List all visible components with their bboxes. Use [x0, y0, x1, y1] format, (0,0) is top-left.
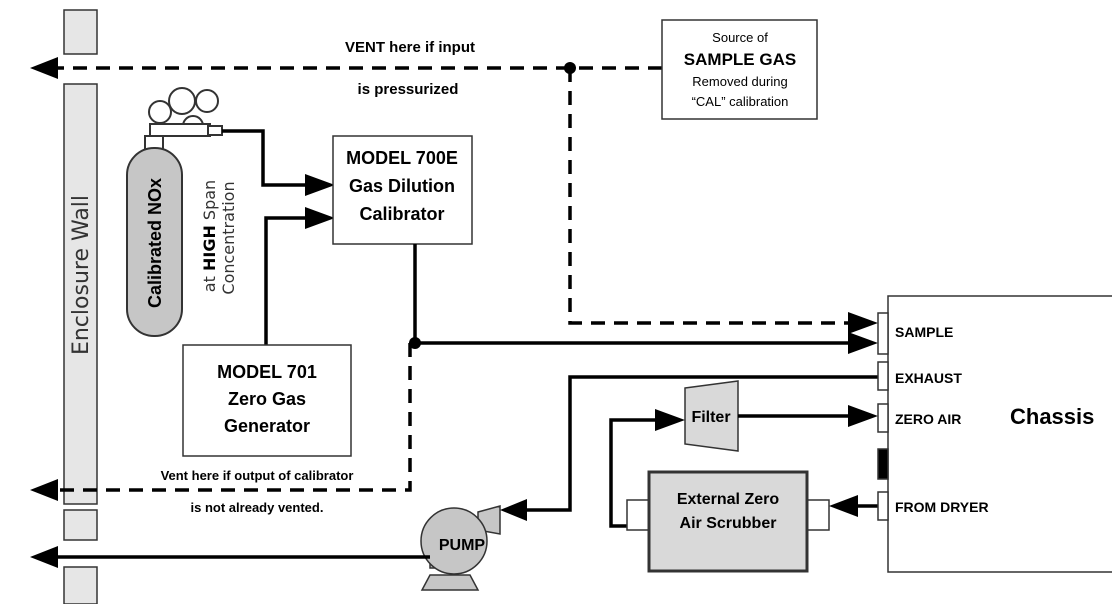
- pump: PUMP: [420, 505, 501, 591]
- calibrator-line3: Calibrator: [359, 204, 444, 224]
- chassis-label: Chassis: [1010, 404, 1094, 429]
- exhaust-port-label: EXHAUST: [895, 370, 962, 386]
- top-vent-label-line2: is pressurized: [358, 81, 459, 98]
- calibrator-output-arrowhead: [848, 332, 878, 354]
- cylinder-note-line1: at HIGH Span: [200, 180, 219, 292]
- sample-gas-source-box: Source of SAMPLE GAS Removed during “CAL…: [661, 19, 818, 120]
- bottom-vent-line: [58, 343, 412, 492]
- chassis-exhaust-arrowhead: [500, 499, 527, 521]
- filter-to-zero-air-arrowhead: [848, 405, 878, 427]
- filter: Filter: [684, 380, 739, 452]
- zero-gen-line3: Generator: [224, 416, 310, 436]
- chassis: Chassis SAMPLE EXHAUST ZERO AIR FROM DRY…: [877, 295, 1112, 573]
- cylinder-line-arrowhead: [305, 174, 335, 196]
- sample-port-label: SAMPLE: [895, 324, 953, 340]
- zero-gen-to-calibrator-line: [264, 216, 305, 345]
- top-vent-line: [58, 66, 848, 325]
- top-vent-arrowhead: [30, 57, 58, 79]
- source-line3: Removed during: [692, 74, 787, 89]
- scrubber-line2: Air Scrubber: [680, 515, 777, 532]
- pump-exhaust-arrowhead: [30, 546, 58, 568]
- source-line2: SAMPLE GAS: [684, 50, 796, 69]
- top-vent-junction: [564, 62, 576, 74]
- exhaust-port: [877, 361, 889, 391]
- from-dryer-port: [877, 491, 889, 521]
- from-dryer-port-label: FROM DRYER: [895, 499, 989, 515]
- calibrator-line2: Gas Dilution: [349, 176, 455, 196]
- enclosure-wall: Enclosure Wall: [63, 9, 98, 604]
- scrubber-to-filter-line: [609, 418, 655, 528]
- calibrator-box: MODEL 700E Gas Dilution Calibrator: [332, 135, 473, 245]
- zero-gen-line-arrowhead: [305, 207, 335, 229]
- scrubber-to-filter-arrowhead: [655, 409, 685, 431]
- zero-gas-generator-box: MODEL 701 Zero Gas Generator: [182, 344, 352, 457]
- cylinder-note-line2: Concentration: [219, 181, 238, 294]
- dryer-to-scrubber-arrowhead: [829, 495, 858, 517]
- calibrator-output-junction: [409, 337, 421, 349]
- source-line1: Source of: [712, 30, 768, 45]
- chassis-exhaust-line: [527, 375, 878, 512]
- gas-cylinder: Calibrated NOx at HIGH Span Concentratio…: [126, 87, 238, 337]
- cylinder-note-emph: HIGH: [200, 225, 219, 271]
- sample-port: [877, 312, 889, 355]
- bottom-vent-label-line1: Vent here if output of calibrator: [161, 468, 354, 483]
- scrubber-line1: External Zero: [677, 491, 779, 508]
- calibrator-line1: MODEL 700E: [346, 148, 458, 168]
- cylinder-label: Calibrated NOx: [145, 178, 165, 308]
- cylinder-to-calibrator-line: [222, 129, 305, 187]
- zero-air-port: [877, 403, 889, 433]
- sample-dashed-arrowhead: [848, 312, 878, 334]
- bottom-vent-arrowhead: [30, 479, 58, 501]
- cylinder-note-prefix: at: [200, 271, 219, 292]
- pump-label: PUMP: [439, 537, 486, 554]
- calibrator-output-line: [413, 244, 848, 345]
- top-vent-label-line1: VENT here if input: [345, 39, 475, 56]
- enclosure-wall-label: Enclosure Wall: [69, 195, 94, 355]
- capped-port: [877, 448, 889, 480]
- zero-air-port-label: ZERO AIR: [895, 411, 961, 427]
- filter-label: Filter: [691, 409, 730, 426]
- source-line4: “CAL” calibration: [692, 94, 789, 109]
- bottom-vent-label-line2: is not already vented.: [191, 500, 324, 515]
- zero-gen-line1: MODEL 701: [217, 362, 317, 382]
- cylinder-note-suffix: Span: [200, 180, 219, 225]
- external-zero-air-scrubber: External Zero Air Scrubber: [626, 470, 830, 573]
- zero-gen-line2: Zero Gas: [228, 389, 306, 409]
